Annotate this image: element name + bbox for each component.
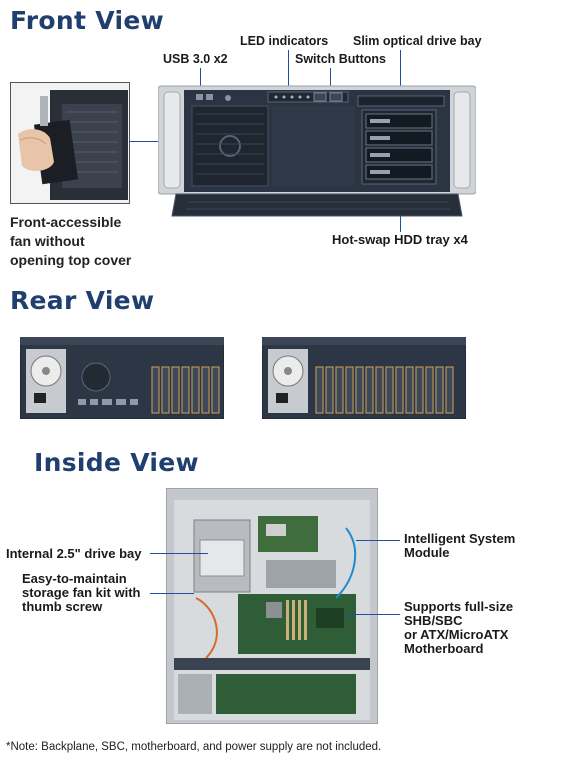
rear-chassis-atx-image [20,337,224,419]
front-chassis-image [158,85,476,217]
fan-caption-line-1: Front-accessible [10,214,122,230]
motherboard-line-1: Supports full-size [404,599,514,614]
optical-drive-label: Slim optical drive bay [353,34,482,48]
usb-label: USB 3.0 x2 [163,52,228,66]
optical-callout-line [400,50,401,102]
fan-kit-label: Easy-to-maintain storage fan kit with th… [22,572,140,614]
fan-kit-line-1: Easy-to-maintain [22,571,127,586]
fan-caption: Front-accessible fan without opening top… [10,213,131,270]
fan-kit-line-3: thumb screw [22,599,103,614]
hdd-tray-label: Hot-swap HDD tray x4 [332,232,468,247]
fan-kit-callout-line [150,593,194,594]
front-view-heading: Front View [10,6,164,35]
fan-caption-line-3: opening top cover [10,252,132,268]
motherboard-line-3: or ATX/MicroATX [404,627,509,642]
inside-chassis-image [166,488,378,724]
fan-access-photo [10,82,130,204]
ism-line-1: Intelligent System [404,531,516,546]
switch-buttons-label: Switch Buttons [295,52,386,66]
led-callout-line [288,50,289,96]
ism-label: Intelligent System Module [404,532,515,560]
drive-bay-label: Internal 2.5" drive bay [6,546,142,561]
motherboard-line-2: SHB/SBC [404,613,463,628]
fan-kit-line-2: storage fan kit with [22,585,141,600]
usb-callout-line [200,68,201,96]
rear-chassis-shb-image [262,337,466,419]
footnote: *Note: Backplane, SBC, motherboard, and … [6,741,382,753]
ism-callout-line [356,540,400,541]
switch-callout-line [330,68,331,96]
inside-view-heading: Inside View [34,448,199,477]
ism-line-2: Module [404,545,450,560]
fan-caption-line-2: fan without [10,233,85,249]
motherboard-label: Supports full-size SHB/SBC or ATX/MicroA… [404,600,513,656]
rear-view-heading: Rear View [10,286,155,315]
drive-bay-callout-line [150,553,208,554]
led-indicators-label: LED indicators [240,34,329,48]
motherboard-line-4: Motherboard [404,641,484,656]
motherboard-callout-line [346,614,400,615]
